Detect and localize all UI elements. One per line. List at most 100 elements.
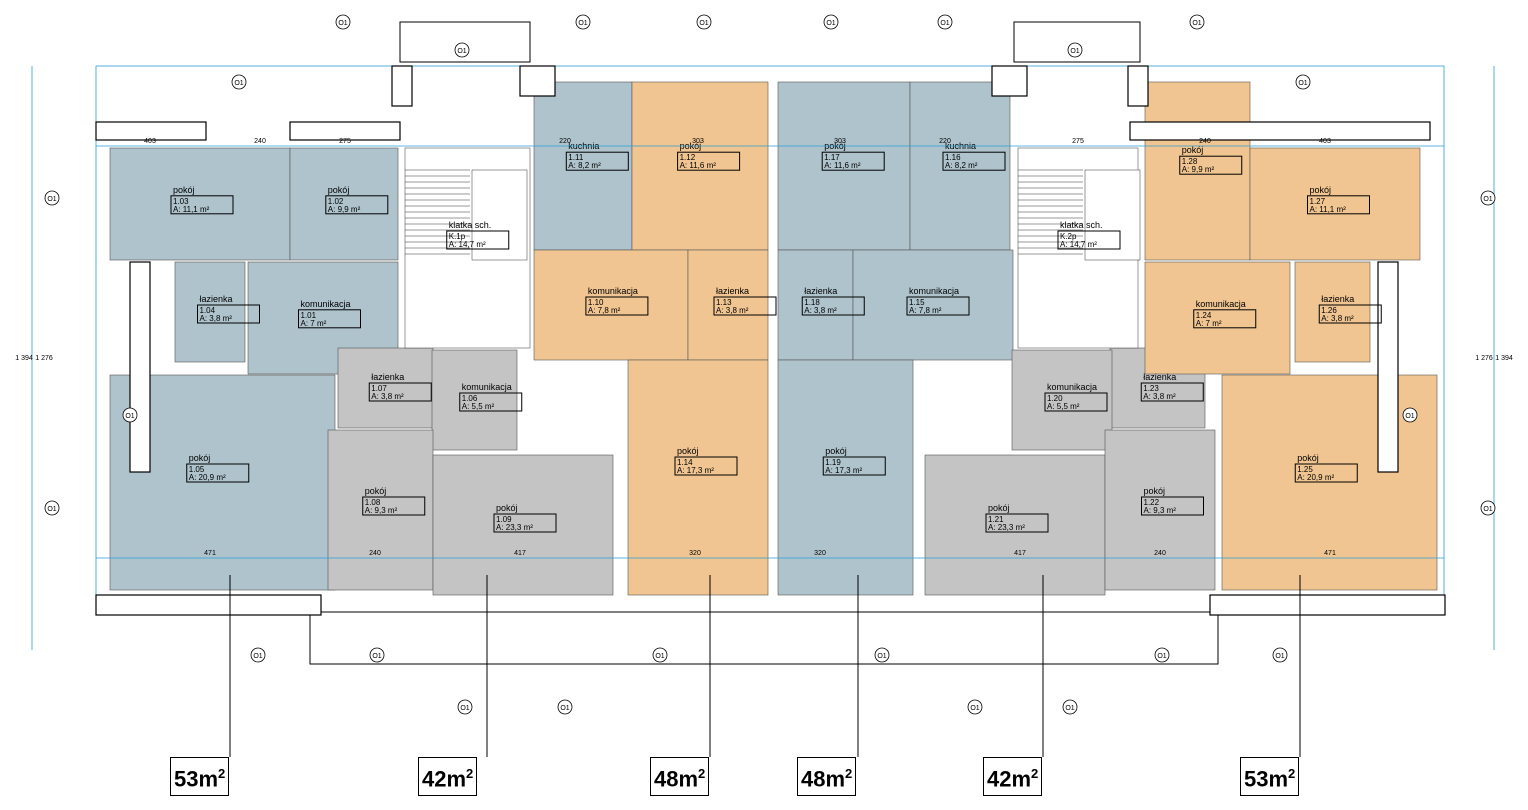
room-num-1-22: 1.22 [1144, 498, 1160, 507]
room-num-1-02: 1.02 [328, 197, 344, 206]
room-num-1-15: 1.15 [909, 298, 925, 307]
dim-top: 403 [1319, 138, 1331, 145]
unit-area-value: 42m [987, 766, 1032, 792]
room-name-1-10: komunikacja [588, 286, 638, 296]
room-area-1-19: A: 17,3 m² [825, 466, 862, 475]
axis-label: O1 [47, 196, 56, 203]
axis-marker-o1 [122, 407, 138, 423]
room-name-1-04: łazienka [200, 294, 233, 304]
room-1-19 [777, 359, 914, 596]
dim-bottom: 320 [814, 550, 826, 557]
room-num-1-19: 1.19 [825, 458, 841, 467]
axis-marker-o1 [231, 74, 247, 90]
axis-label: O1 [1275, 653, 1284, 660]
room-name-1-01: komunikacja [301, 299, 351, 309]
room-tag-box [170, 195, 234, 215]
axis-marker-o1 [1272, 647, 1288, 663]
room-num-1-01: 1.01 [301, 311, 317, 320]
room-tag-box [985, 513, 1049, 533]
room-tag-box [446, 230, 510, 250]
axis-label: O1 [940, 20, 949, 27]
room-tag-box [1193, 309, 1257, 329]
axis-marker-o1 [696, 14, 712, 30]
axis-label: O1 [1483, 506, 1492, 513]
unit-area-total: 42m2 [983, 757, 1043, 797]
room-tag-box [674, 456, 738, 476]
dim-side-total: 1 276 [35, 355, 53, 362]
wall [289, 121, 401, 141]
room-num-1-05: 1.05 [189, 465, 205, 474]
axis-marker-o1 [575, 14, 591, 30]
dim-bottom: 417 [514, 550, 526, 557]
dim-bottom: 240 [1154, 550, 1166, 557]
axis-label: O1 [826, 20, 835, 27]
axis-label: O1 [338, 20, 347, 27]
room-area-1-13: A: 3,8 m² [716, 306, 749, 315]
room-tag-box [1141, 496, 1204, 516]
room-1-14 [627, 359, 769, 596]
room-num-1-11: 1.11 [568, 153, 584, 162]
room-1-17 [777, 81, 911, 251]
room-1-09 [432, 454, 614, 596]
unit-area-value: 53m [1244, 766, 1289, 792]
dim-top: 220 [559, 138, 571, 145]
axis-marker-o1 [250, 647, 266, 663]
room-num-1-20: 1.20 [1047, 394, 1063, 403]
room-area-1-14: A: 17,3 m² [677, 466, 714, 475]
room-tag-box [325, 195, 389, 215]
dim-top: 303 [692, 138, 704, 145]
room-1-13 [687, 249, 769, 361]
room-area-1-20: A: 5,5 m² [1047, 402, 1080, 411]
room-tag-box [1307, 195, 1370, 215]
axis-marker-o1 [1402, 407, 1418, 423]
unit-area-total: 53m2 [170, 757, 230, 797]
room-1-27 [1249, 147, 1421, 261]
room-area-1-07: A: 3,8 m² [371, 392, 404, 401]
wall [1127, 65, 1149, 107]
unit-area-unit: 2 [466, 766, 474, 781]
room-area-1-28: A: 9,9 m² [1182, 165, 1215, 174]
axis-marker-o1 [1480, 500, 1496, 516]
stair-flight [471, 169, 528, 261]
room-name-1-08: pokój [365, 486, 387, 496]
room-tag-box [585, 296, 649, 316]
wall [1209, 594, 1446, 616]
dim-top: 403 [144, 138, 156, 145]
room-num-1-09: 1.09 [496, 515, 512, 524]
room-1-16 [909, 81, 1011, 251]
dim-top: 220 [939, 138, 951, 145]
room-tag-box [677, 151, 741, 171]
room-num-1-04: 1.04 [200, 306, 216, 315]
unit-area-value: 53m [174, 766, 219, 792]
bottom-terrace [309, 611, 1219, 665]
axis-label: O1 [1192, 20, 1201, 27]
room-num-1-14: 1.14 [677, 458, 693, 467]
axis-label: O1 [560, 705, 569, 712]
room-name-1-24: komunikacja [1196, 299, 1246, 309]
axis-marker-o1 [937, 14, 953, 30]
dim-top: 275 [339, 138, 351, 145]
room-area-1-24: A: 7 m² [1196, 319, 1222, 328]
room-1-04 [174, 261, 246, 363]
room-name-1-09: pokój [496, 503, 518, 513]
axis-label: O1 [372, 653, 381, 660]
wall [1377, 261, 1399, 473]
unit-area-unit: 2 [218, 766, 226, 781]
axis-marker-o1 [44, 500, 60, 516]
dim-bottom: 471 [1324, 550, 1336, 557]
axis-label: O1 [460, 705, 469, 712]
axis-marker-o1 [1067, 42, 1083, 58]
room-num-1-17: 1.17 [824, 153, 840, 162]
room-name-1-07: łazienka [371, 372, 404, 382]
room-num-K-1p: K.1p [449, 232, 466, 241]
wall [95, 594, 322, 616]
room-area-K-1p: A: 14,7 m² [449, 240, 486, 249]
axis-label: O1 [699, 20, 708, 27]
room-num-1-12: 1.12 [680, 153, 696, 162]
room-area-1-23: A: 3,8 m² [1143, 392, 1176, 401]
axis-marker-o1 [335, 14, 351, 30]
axis-label: O1 [1483, 196, 1492, 203]
room-num-1-13: 1.13 [716, 298, 732, 307]
room-name-1-02: pokój [328, 185, 350, 195]
axis-marker-o1 [557, 699, 573, 715]
